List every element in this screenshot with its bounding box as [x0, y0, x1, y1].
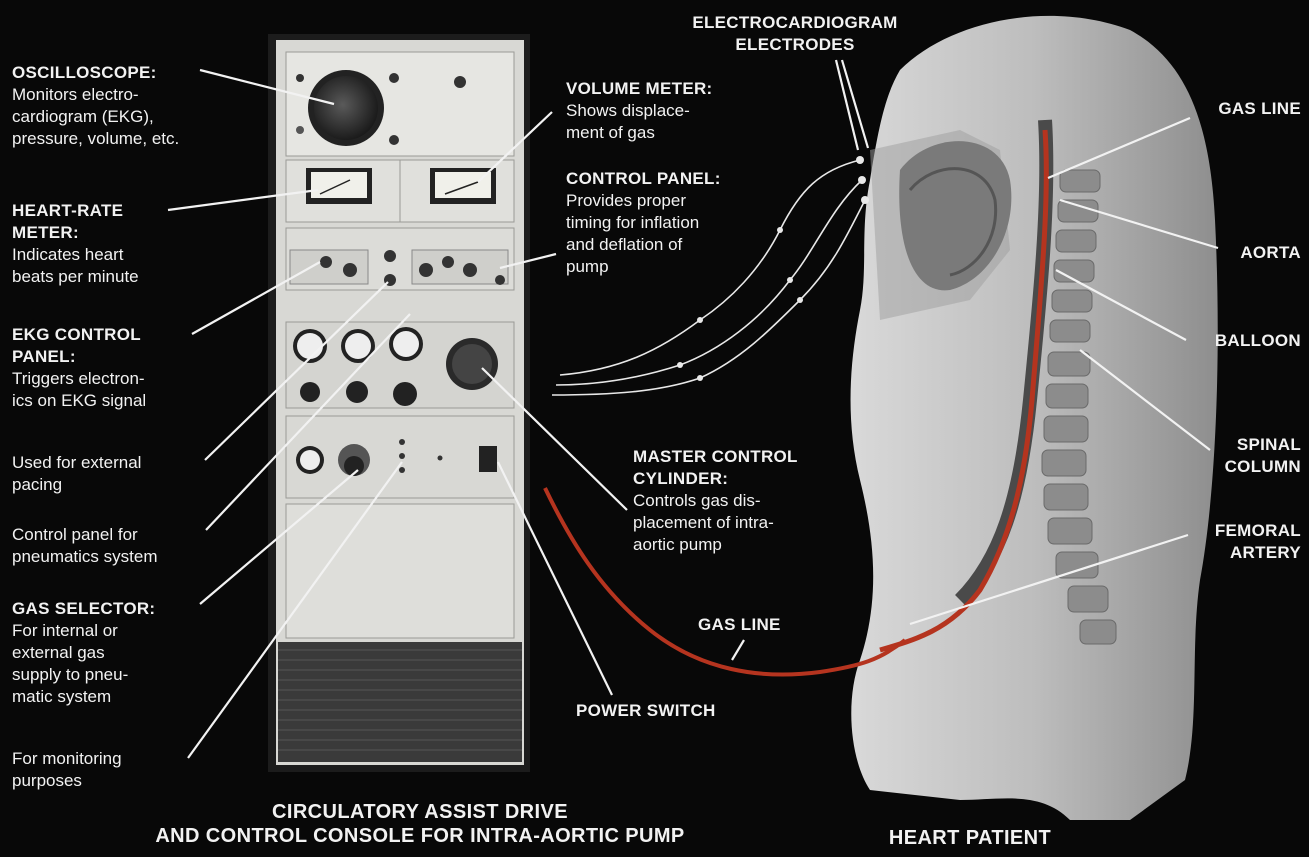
- heart-rate-desc-1: Indicates heart: [12, 244, 139, 266]
- control-panel-desc-3: and deflation of: [566, 234, 721, 256]
- gas-line-right-text: GAS LINE: [1218, 98, 1301, 120]
- master-cylinder-desc-2: placement of intra-: [633, 512, 798, 534]
- control-panel-desc-1: Provides proper: [566, 190, 721, 212]
- heart-rate-title-2: METER:: [12, 222, 139, 244]
- power-switch-text: POWER SWITCH: [576, 700, 716, 722]
- label-volume-meter: VOLUME METER: Shows displace- ment of ga…: [566, 78, 713, 144]
- label-heart-rate-meter: HEART-RATE METER: Indicates heart beats …: [12, 200, 139, 288]
- aorta-text: AORTA: [1240, 242, 1301, 264]
- label-gas-line-right: GAS LINE: [1218, 98, 1301, 120]
- master-cylinder-desc-1: Controls gas dis-: [633, 490, 798, 512]
- console-caption: CIRCULATORY ASSIST DRIVE AND CONTROL CON…: [40, 800, 800, 848]
- control-panel-desc-4: pump: [566, 256, 721, 278]
- control-panel-title: CONTROL PANEL:: [566, 168, 721, 190]
- oscilloscope-desc-3: pressure, volume, etc.: [12, 128, 179, 150]
- spinal-title-2: COLUMN: [1225, 456, 1301, 478]
- leader-gas-line: [732, 640, 744, 660]
- oscilloscope-title: OSCILLOSCOPE:: [12, 62, 179, 84]
- label-control-panel: CONTROL PANEL: Provides proper timing fo…: [566, 168, 721, 278]
- gas-selector-desc-2: external gas: [12, 642, 155, 664]
- ekg-panel-title-2: PANEL:: [12, 346, 146, 368]
- volume-meter-desc-1: Shows displace-: [566, 100, 713, 122]
- label-monitoring: For monitoring purposes: [12, 748, 122, 792]
- electrodes-title-1: ELECTROCARDIOGRAM: [660, 12, 930, 34]
- heart-rate-title-1: HEART-RATE: [12, 200, 139, 222]
- volume-meter-desc-2: ment of gas: [566, 122, 713, 144]
- oscilloscope-desc-2: cardiogram (EKG),: [12, 106, 179, 128]
- pacing-desc-1: Used for external: [12, 452, 141, 474]
- console-caption-line-1: CIRCULATORY ASSIST DRIVE: [40, 800, 800, 824]
- master-cylinder-title-2: CYLINDER:: [633, 468, 798, 490]
- ekg-panel-title-1: EKG CONTROL: [12, 324, 146, 346]
- pneumatics-desc-1: Control panel for: [12, 524, 158, 546]
- label-power-switch: POWER SWITCH: [576, 700, 716, 722]
- label-ekg-control-panel: EKG CONTROL PANEL: Triggers electron- ic…: [12, 324, 146, 412]
- ekg-panel-desc-1: Triggers electron-: [12, 368, 146, 390]
- label-oscilloscope: OSCILLOSCOPE: Monitors electro- cardiogr…: [12, 62, 179, 150]
- patient-caption-text: HEART PATIENT: [850, 826, 1090, 850]
- label-aorta: AORTA: [1240, 242, 1301, 264]
- label-femoral-artery: FEMORAL ARTERY: [1215, 520, 1301, 564]
- pacing-desc-2: pacing: [12, 474, 141, 496]
- femoral-title-1: FEMORAL: [1215, 520, 1301, 542]
- heart-rate-desc-2: beats per minute: [12, 266, 139, 288]
- label-balloon: BALLOON: [1215, 330, 1301, 352]
- balloon-text: BALLOON: [1215, 330, 1301, 352]
- gas-selector-desc-1: For internal or: [12, 620, 155, 642]
- oscilloscope-screen: [314, 76, 378, 140]
- ekg-panel-desc-2: ics on EKG signal: [12, 390, 146, 412]
- femoral-title-2: ARTERY: [1215, 542, 1301, 564]
- control-console: [268, 34, 530, 772]
- gas-selector-desc-3: supply to pneu-: [12, 664, 155, 686]
- pneumatics-desc-2: pneumatics system: [12, 546, 158, 568]
- control-panel-desc-2: timing for inflation: [566, 212, 721, 234]
- monitoring-desc-2: purposes: [12, 770, 122, 792]
- label-ekg-electrodes: ELECTROCARDIOGRAM ELECTRODES: [660, 12, 930, 56]
- volume-meter-title: VOLUME METER:: [566, 78, 713, 100]
- label-pneumatics: Control panel for pneumatics system: [12, 524, 158, 568]
- master-cylinder-title-1: MASTER CONTROL: [633, 446, 798, 468]
- power-switch: [479, 446, 497, 472]
- monitoring-desc-1: For monitoring: [12, 748, 122, 770]
- label-spinal-column: SPINAL COLUMN: [1225, 434, 1301, 478]
- electrodes-title-2: ELECTRODES: [660, 34, 930, 56]
- gas-selector-desc-4: matic system: [12, 686, 155, 708]
- label-master-control-cylinder: MASTER CONTROL CYLINDER: Controls gas di…: [633, 446, 798, 556]
- label-gas-selector: GAS SELECTOR: For internal or external g…: [12, 598, 155, 708]
- console-caption-line-2: AND CONTROL CONSOLE FOR INTRA-AORTIC PUM…: [40, 824, 800, 848]
- gas-line-bottom-text: GAS LINE: [698, 614, 781, 636]
- patient-caption: HEART PATIENT: [850, 826, 1090, 850]
- master-cylinder-desc-3: aortic pump: [633, 534, 798, 556]
- label-external-pacing: Used for external pacing: [12, 452, 141, 496]
- oscilloscope-desc-1: Monitors electro-: [12, 84, 179, 106]
- gas-selector-title: GAS SELECTOR:: [12, 598, 155, 620]
- spinal-title-1: SPINAL: [1225, 434, 1301, 456]
- label-gas-line-bottom: GAS LINE: [698, 614, 781, 636]
